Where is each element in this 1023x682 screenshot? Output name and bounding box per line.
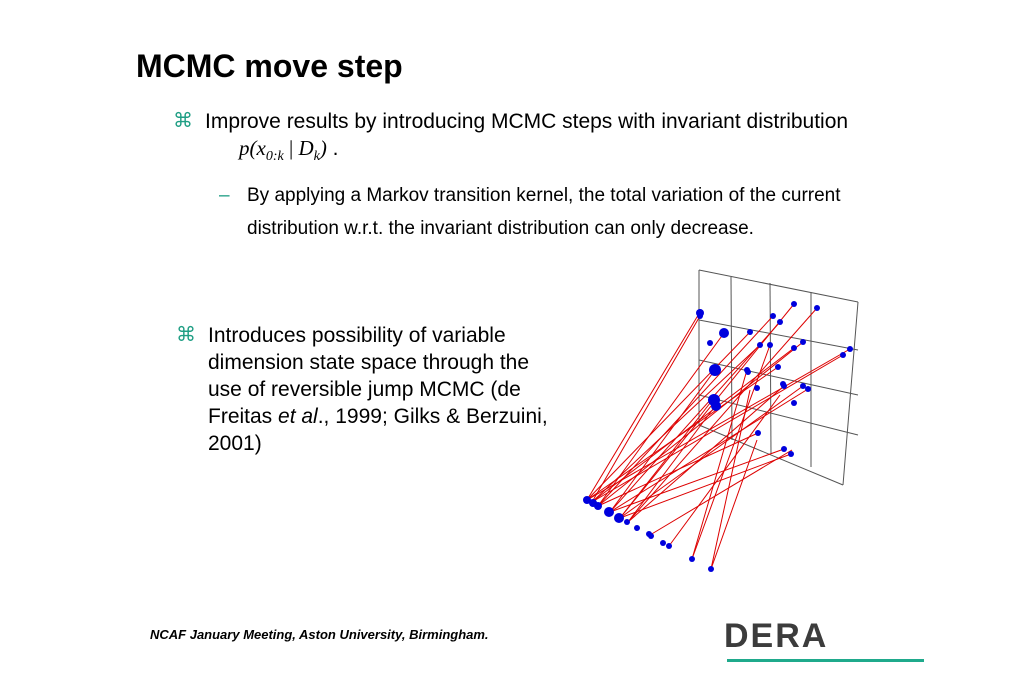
sample-point bbox=[708, 566, 714, 572]
grid-line bbox=[698, 359, 859, 396]
slide-title: MCMC move step bbox=[136, 48, 403, 84]
bullet-reversible-jump: ⌘ Introduces possibility of variable dim… bbox=[176, 322, 568, 457]
jump-line bbox=[619, 453, 792, 519]
jump-line bbox=[691, 369, 748, 560]
jump-line bbox=[591, 347, 795, 503]
sub-bullet-markov-kernel: – By applying a Markov transition kernel… bbox=[219, 179, 877, 245]
jump-line bbox=[586, 348, 851, 501]
sample-point bbox=[711, 395, 717, 401]
grid-line bbox=[698, 269, 859, 303]
sample-point bbox=[634, 525, 640, 531]
grid-line bbox=[698, 394, 859, 436]
jump-line bbox=[710, 439, 758, 570]
jump-line bbox=[591, 315, 701, 503]
bullet-symbol-icon: ⌘ bbox=[176, 324, 196, 346]
sample-point bbox=[767, 342, 773, 348]
sample-point bbox=[847, 346, 853, 352]
sample-point bbox=[788, 451, 794, 457]
jump-line bbox=[586, 311, 701, 501]
dash-icon: – bbox=[219, 185, 230, 206]
jump-line bbox=[597, 432, 759, 507]
sample-point bbox=[604, 507, 614, 517]
sample-point bbox=[697, 313, 703, 319]
sample-point bbox=[777, 319, 783, 325]
bullet-text: Improve results by introducing MCMC step… bbox=[205, 110, 849, 133]
sample-point bbox=[770, 313, 776, 319]
jump-line bbox=[619, 385, 804, 519]
sample-point bbox=[800, 383, 806, 389]
sub-bullet-text: By applying a Markov transition kernel, … bbox=[247, 185, 841, 239]
sample-point bbox=[594, 502, 602, 510]
sample-point bbox=[791, 345, 797, 351]
jump-line bbox=[609, 321, 781, 513]
sample-point bbox=[791, 400, 797, 406]
jump-line bbox=[668, 394, 781, 547]
jump-line bbox=[627, 404, 717, 523]
sample-points bbox=[583, 301, 853, 572]
sample-point bbox=[614, 513, 624, 523]
jump-line bbox=[586, 331, 751, 501]
sample-point bbox=[689, 556, 695, 562]
sample-point bbox=[800, 339, 806, 345]
sample-point bbox=[755, 430, 761, 436]
bullet-symbol-icon: ⌘ bbox=[173, 110, 193, 132]
bullet-text-italic: et al bbox=[278, 405, 318, 428]
sample-point bbox=[747, 329, 753, 335]
grid-line bbox=[730, 276, 733, 441]
sample-point bbox=[840, 352, 846, 358]
jump-lines bbox=[586, 303, 851, 570]
sample-point bbox=[660, 540, 666, 546]
grid-line bbox=[698, 319, 859, 351]
sample-point bbox=[744, 367, 750, 373]
sample-point bbox=[648, 533, 654, 539]
grid-line bbox=[698, 424, 844, 486]
sample-point bbox=[713, 402, 719, 408]
sample-point bbox=[721, 330, 727, 336]
bullet-text-part2: ., 1999; Gilks & Berzuini, 2001) bbox=[208, 405, 548, 455]
sample-point bbox=[666, 543, 672, 549]
jump-line bbox=[591, 344, 761, 503]
footer-text: NCAF January Meeting, Aston University, … bbox=[150, 627, 489, 642]
jump-line bbox=[710, 389, 751, 570]
jump-line bbox=[597, 341, 804, 507]
invariant-distribution-formula: p(x0:k | Dk) bbox=[239, 136, 327, 165]
jump-line bbox=[649, 449, 793, 536]
jump-line bbox=[597, 315, 774, 507]
sample-point bbox=[814, 305, 820, 311]
bullet-improve-results: ⌘ Improve results by introducing MCMC st… bbox=[173, 108, 885, 170]
jump-line bbox=[591, 354, 844, 503]
sample-point bbox=[624, 519, 630, 525]
sample-point bbox=[712, 367, 718, 373]
bullet-period: . bbox=[332, 137, 339, 160]
dera-logo: DERA bbox=[724, 617, 829, 655]
sample-point bbox=[781, 446, 787, 452]
jump-line bbox=[609, 369, 716, 513]
sample-point bbox=[583, 496, 591, 504]
jump-line bbox=[609, 388, 809, 513]
jump-line bbox=[609, 448, 785, 513]
sample-point bbox=[754, 385, 760, 391]
bullet-text-part1: Introduces possibility of variable dimen… bbox=[208, 324, 530, 428]
sample-point bbox=[791, 301, 797, 307]
sample-point bbox=[775, 364, 781, 370]
sample-point bbox=[805, 386, 811, 392]
jump-line bbox=[627, 385, 785, 523]
sample-point bbox=[757, 342, 763, 348]
perspective-grid bbox=[698, 269, 859, 486]
jump-line bbox=[691, 344, 771, 560]
jump-line bbox=[627, 307, 818, 523]
sample-point bbox=[780, 381, 786, 387]
logo-underline bbox=[727, 659, 924, 662]
sample-point bbox=[707, 340, 713, 346]
